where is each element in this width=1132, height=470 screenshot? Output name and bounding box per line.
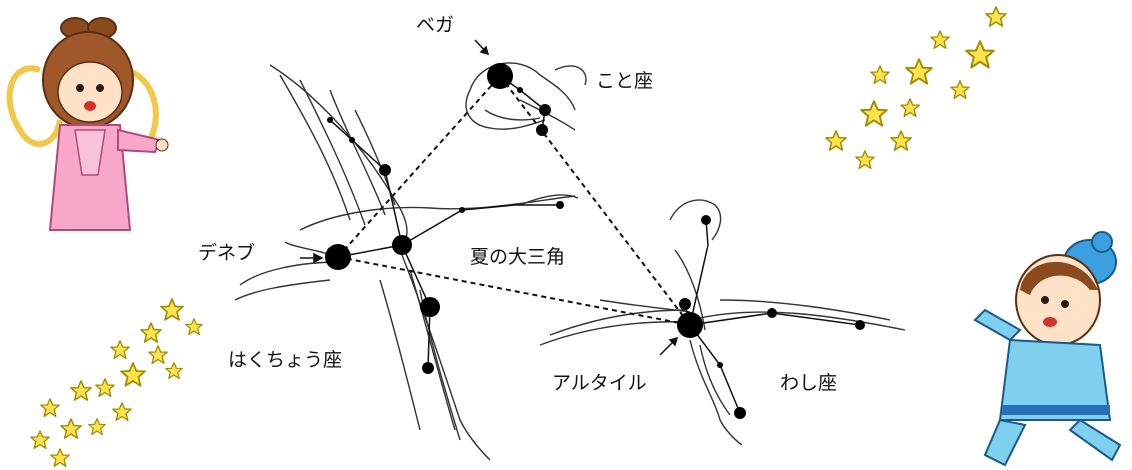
vega-star (487, 63, 513, 89)
constellation-stars (325, 63, 865, 419)
orihime-girl-icon (10, 18, 168, 230)
altair-star (677, 312, 703, 338)
hikoboshi-boy-icon (975, 232, 1120, 465)
vega-label: ベガ (416, 10, 454, 37)
lyra-label: こと座 (596, 66, 653, 93)
star-cluster-top-right (826, 7, 1006, 168)
altair-label: アルタイル (552, 368, 647, 395)
aquila-eagle-drawing (540, 200, 905, 445)
summer-triangle-label: 夏の大三角 (470, 242, 565, 269)
deneb-label: デネブ (198, 238, 255, 265)
summer-triangle-lines (338, 76, 690, 325)
aquila-label: わし座 (780, 368, 837, 395)
star-cluster-bottom-left (31, 299, 202, 466)
cygnus-label: はくちょう座 (228, 345, 342, 372)
deneb-star (325, 244, 351, 270)
lyra-harp-drawing (466, 63, 586, 130)
